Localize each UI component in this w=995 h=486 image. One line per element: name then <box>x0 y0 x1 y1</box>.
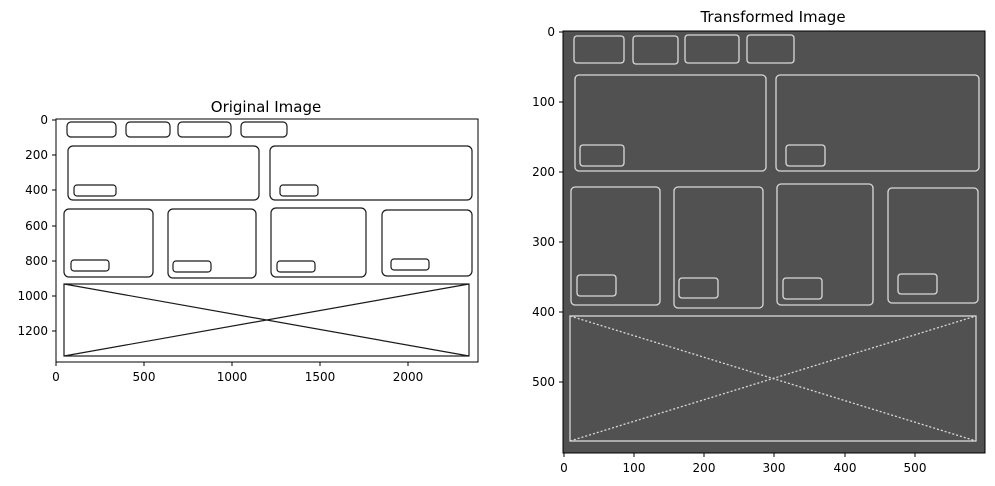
original-x-tick-label: 0 <box>52 370 60 384</box>
original-y-tick-label: 800 <box>25 254 48 268</box>
transformed-y-axis <box>559 31 563 383</box>
transformed-image-background <box>563 31 985 453</box>
original-card-button <box>73 184 117 197</box>
original-image-background <box>56 119 478 362</box>
original-card-button <box>279 184 319 197</box>
original-y-tick-label: 600 <box>25 219 48 233</box>
original-image-placeholder <box>63 283 470 357</box>
transformed-medium-card <box>673 186 764 309</box>
original-x-tick-label: 1000 <box>217 370 248 384</box>
original-large-card <box>67 145 260 201</box>
original-nav-pill <box>66 121 117 138</box>
original-axes-frame <box>55 118 479 363</box>
original-image-title: Original Image <box>211 98 321 116</box>
original-y-tick-label: 0 <box>40 113 48 127</box>
transformed-nav-pill <box>573 35 625 64</box>
original-x-tick-label: 1500 <box>305 370 336 384</box>
transformed-x-tick-label: 400 <box>834 461 857 475</box>
original-y-tick-label: 1000 <box>17 289 48 303</box>
transformed-large-card <box>574 74 767 172</box>
transformed-nav-pill <box>746 34 795 64</box>
original-y-tick-label: 1200 <box>17 324 48 338</box>
original-medium-card <box>63 208 154 278</box>
transformed-x-tick-label: 100 <box>623 461 646 475</box>
transformed-placeholder-diagonal <box>569 315 977 442</box>
transformed-image-edges <box>569 34 980 442</box>
original-card-button <box>70 259 110 272</box>
transformed-nav-pill <box>684 34 740 64</box>
original-large-card <box>269 145 473 201</box>
original-y-tick-label: 400 <box>25 183 48 197</box>
transformed-medium-card <box>776 183 874 306</box>
original-placeholder-diagonal <box>63 283 470 357</box>
original-nav-pill <box>177 121 232 138</box>
original-nav-pill <box>125 121 171 138</box>
transformed-y-tick-label: 400 <box>532 305 555 319</box>
transformed-y-tick-label: 500 <box>532 375 555 389</box>
transformed-x-tick-label: 300 <box>763 461 786 475</box>
original-card-button <box>276 260 316 273</box>
transformed-image-placeholder <box>569 315 977 442</box>
original-image-panel: Original Image <box>17 98 479 384</box>
transformed-y-tick-label: 300 <box>532 235 555 249</box>
transformed-image-panel: Transformed Image <box>532 8 986 475</box>
transformed-card-button <box>785 144 826 167</box>
transformed-x-tick-label: 0 <box>560 461 568 475</box>
transformed-y-tick-label: 200 <box>532 165 555 179</box>
transformed-card-button <box>579 144 625 167</box>
transformed-medium-card <box>887 187 979 304</box>
original-medium-card <box>167 208 257 279</box>
original-card-button <box>390 258 430 271</box>
original-image-wireframe <box>63 121 473 357</box>
original-medium-card <box>381 209 473 277</box>
original-x-tick-label: 500 <box>133 370 156 384</box>
transformed-y-tick-label: 0 <box>547 25 555 39</box>
transformed-x-tick-label: 500 <box>904 461 927 475</box>
transformed-x-tick-label: 200 <box>693 461 716 475</box>
original-x-tick-label: 2000 <box>393 370 424 384</box>
original-nav-pill <box>240 121 288 138</box>
transformed-large-card <box>775 74 980 172</box>
transformed-image-title: Transformed Image <box>699 8 845 26</box>
transformed-medium-card <box>570 186 661 306</box>
transformed-card-button <box>678 277 719 299</box>
transformed-card-button <box>782 277 823 300</box>
original-y-axis <box>52 119 56 332</box>
original-card-button <box>172 260 212 273</box>
original-y-tick-label: 200 <box>25 148 48 162</box>
transformed-x-axis <box>563 453 916 457</box>
transformed-nav-pill <box>632 35 679 65</box>
transformed-card-button <box>897 273 938 295</box>
transformed-y-tick-label: 100 <box>532 95 555 109</box>
transformed-card-button <box>576 274 617 297</box>
original-medium-card <box>270 207 367 278</box>
original-x-axis <box>55 362 409 366</box>
